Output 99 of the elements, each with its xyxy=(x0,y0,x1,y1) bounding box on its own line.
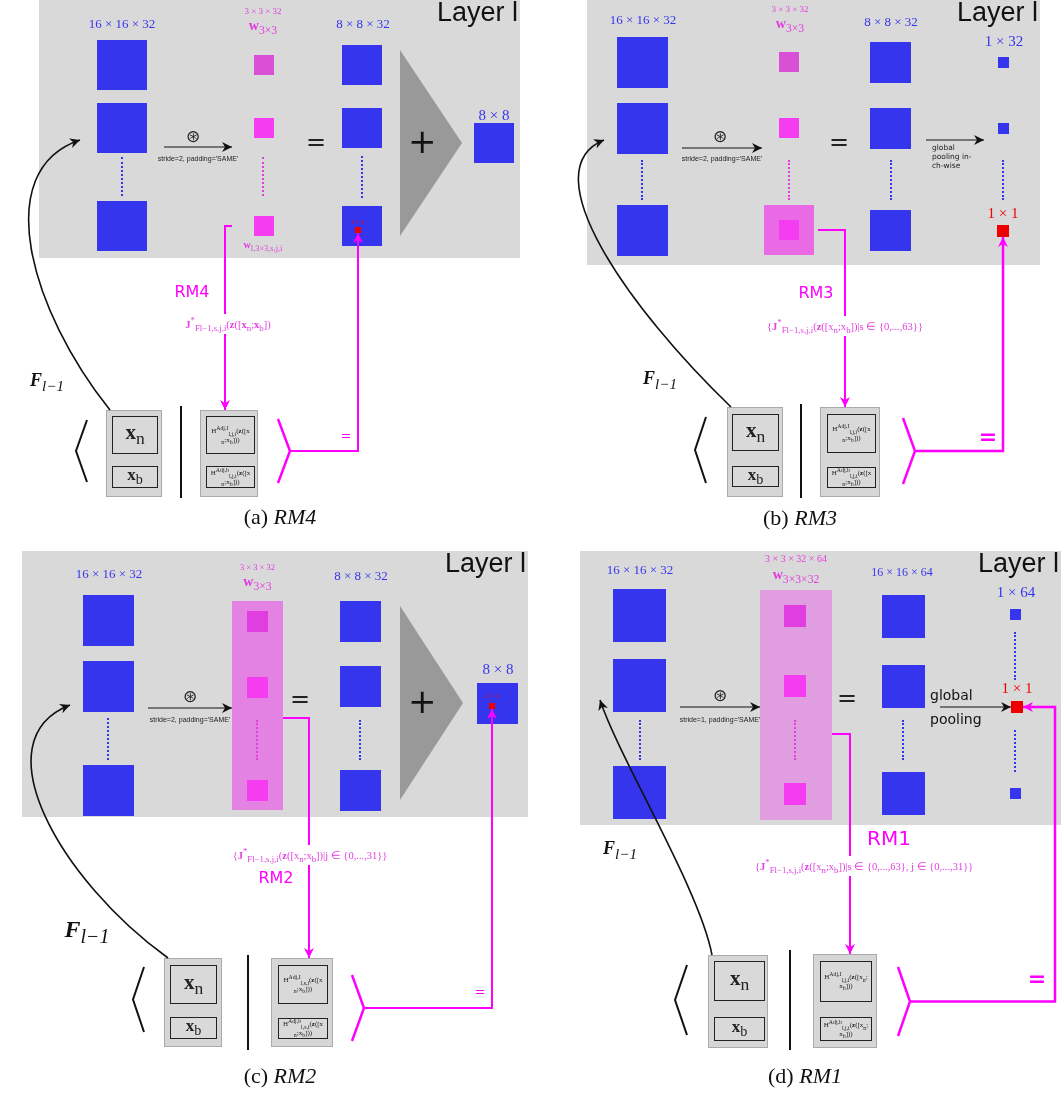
arrow xyxy=(220,225,233,411)
arrow xyxy=(290,232,363,452)
input-vector-box: x$_{b}$ xyxy=(714,1017,765,1041)
input-pair-panel xyxy=(727,407,783,497)
text-label: ⊛ xyxy=(711,685,729,705)
edge-label: = xyxy=(473,984,487,999)
arrow xyxy=(817,229,850,408)
input-vector-box: x$_{n}$ xyxy=(732,414,779,451)
text-label: = xyxy=(305,128,327,156)
arrow xyxy=(27,139,111,411)
input-pair-panel xyxy=(200,410,258,497)
layer-panel xyxy=(39,0,520,258)
arrow xyxy=(282,717,314,959)
caption: (a) RM4 xyxy=(242,504,318,530)
weight-label: w$_{3×3}$ xyxy=(247,17,279,39)
input-vector-box: x$_{n}$ xyxy=(714,961,765,1001)
arrow xyxy=(831,733,855,955)
feature-map-square xyxy=(1010,788,1021,799)
edge-label: F$_{l−1}$ xyxy=(63,916,111,948)
layer-panel xyxy=(22,551,528,817)
dimension-label: 16 × 16 × 32 xyxy=(605,562,675,579)
text-label: = xyxy=(828,128,850,156)
arrow xyxy=(30,704,169,959)
kernel-dimension-label: 3 × 3 × 32 × 64 xyxy=(764,553,828,566)
text-label: = xyxy=(835,684,859,712)
text-label: ⊛ xyxy=(181,686,199,706)
input-vector-box: x$_{b}$ xyxy=(170,1017,217,1039)
arrow xyxy=(911,702,1057,1003)
dimension-label: 16 × 16 × 64 xyxy=(870,565,934,580)
arrow xyxy=(364,708,497,1009)
layer-panel xyxy=(580,551,1061,825)
arrow xyxy=(679,702,761,712)
edge-label: = xyxy=(339,428,353,443)
output-pixel xyxy=(355,227,361,233)
weight-label: w$_{l,3×3,s,j,i}$ xyxy=(242,238,284,254)
edge-label: F$_{l−1}$ xyxy=(642,368,678,393)
arrow xyxy=(939,702,1012,712)
kernel-dimension-label: 3 × 3 × 32 xyxy=(243,6,283,18)
panel-title: Layer l xyxy=(436,0,518,28)
input-vector-box: x$_{b}$ xyxy=(732,466,779,487)
dimension-label: 16 × 16 × 32 xyxy=(608,12,678,29)
input-pair-panel xyxy=(820,407,880,497)
arrow xyxy=(163,142,233,152)
dimension-label: 16 × 16 × 32 xyxy=(74,566,144,583)
arrow xyxy=(147,703,233,713)
kernel-dimension-label: 3 × 3 × 32 xyxy=(770,4,810,16)
weight-label: w$_{3×3×32}$ xyxy=(771,565,821,587)
caption: (c) RM2 xyxy=(242,1063,318,1089)
input-pair-panel xyxy=(164,958,222,1047)
panel-title: Layer l xyxy=(956,0,1038,28)
panel-title: Layer l xyxy=(444,548,526,579)
output-pixel xyxy=(1011,701,1023,713)
text-label: RM1 xyxy=(866,826,912,850)
arrow xyxy=(598,699,713,956)
text-label: RM4 xyxy=(173,282,211,301)
edge-label: F$_{l−1}$ xyxy=(602,838,638,863)
weight-label: w$_{3×3}$ xyxy=(242,572,273,594)
dimension-label: 8 × 8 × 32 xyxy=(333,568,389,585)
arrow xyxy=(681,143,763,153)
arrow xyxy=(916,237,1008,453)
input-pair-panel xyxy=(813,954,877,1048)
edge-label: global pooling xyxy=(930,686,983,729)
caption: (b) RM3 xyxy=(762,505,838,531)
arrow xyxy=(925,135,985,145)
text-label: ⊛ xyxy=(184,126,202,146)
edge-label: = xyxy=(978,424,998,449)
dimension-label: 8 × 8 xyxy=(481,660,515,679)
text-label: 1 × 1 xyxy=(1000,680,1034,697)
dimension-label: 8 × 8 xyxy=(477,106,511,125)
layer-panel xyxy=(587,0,1040,265)
input-pair-panel xyxy=(708,955,768,1048)
input-vector-box: x$_{b}$ xyxy=(112,466,158,488)
input-pair-panel xyxy=(106,410,162,497)
kernel-dimension-label: 3 × 3 × 32 xyxy=(238,562,277,573)
dimension-label: 8 × 8 × 32 xyxy=(863,14,919,31)
input-vector-box: x$_{n}$ xyxy=(112,416,158,454)
plus-sign: + xyxy=(408,121,437,161)
input-vector-box: x$_{n}$ xyxy=(170,965,217,1004)
feature-map-square xyxy=(342,108,382,148)
feature-map-square xyxy=(342,206,382,246)
text-label: ⊛ xyxy=(711,126,729,146)
panel-title: Layer l xyxy=(977,548,1059,579)
text-label: = xyxy=(289,685,311,713)
dimension-label: 16 × 16 × 32 xyxy=(87,16,157,33)
text-label: 1 × 1 xyxy=(986,205,1020,222)
dimension-label: 1 × 64 xyxy=(996,583,1036,602)
text-label: RM2 xyxy=(257,868,295,887)
output-pixel xyxy=(997,225,1009,237)
edge-label: F$_{l−1}$ xyxy=(29,370,65,395)
output-pixel xyxy=(489,703,495,709)
dimension-label: 8 × 8 × 32 xyxy=(335,16,391,33)
edge-label: = xyxy=(1026,966,1048,991)
input-pair-panel xyxy=(271,958,333,1047)
dimension-label: 1 × 32 xyxy=(984,32,1024,51)
arrow xyxy=(577,139,732,408)
plus-sign: + xyxy=(408,681,437,721)
text-label: RM3 xyxy=(797,283,835,302)
weight-label: w$_{3×3}$ xyxy=(774,15,806,37)
caption: (d) RM1 xyxy=(767,1063,843,1089)
